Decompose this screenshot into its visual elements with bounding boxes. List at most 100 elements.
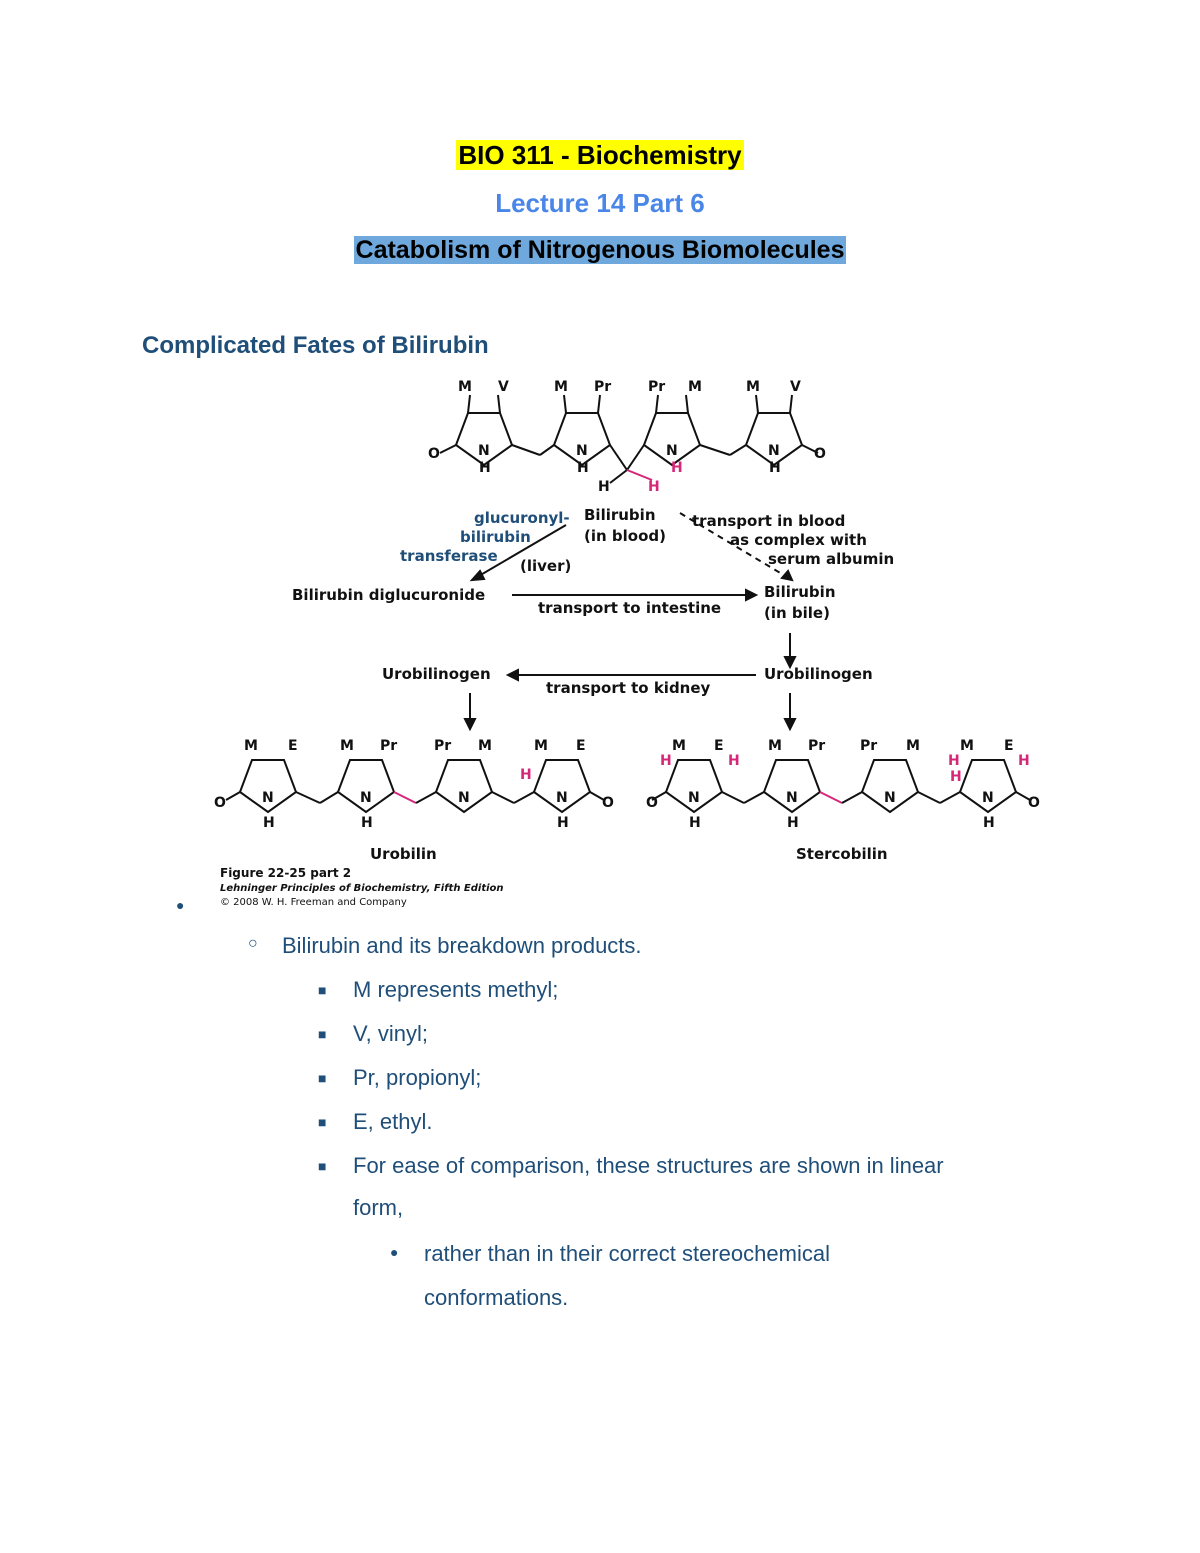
transport-kidney-label: transport to kidney [546, 679, 711, 697]
bullet-circle-icon: ○ [248, 935, 258, 952]
atom-h-highlight: H [1018, 753, 1030, 769]
topic-title-row: Catabolism of Nitrogenous Biomolecules [0, 236, 1200, 265]
urobilin-ring-4 [532, 759, 592, 814]
bullet-square-icon: ■ [318, 1026, 327, 1042]
atom-n: N [786, 790, 798, 806]
ring-1 [454, 412, 514, 467]
enzyme-label: glucuronyl- [474, 509, 570, 527]
bullet-dot-icon: ● [390, 1244, 399, 1260]
atom-o: O [428, 446, 440, 462]
figure-source: Lehninger Principles of Biochemistry, Fi… [220, 883, 504, 894]
transport-blood-label: transport in blood [692, 512, 845, 530]
atom-h-highlight: H [671, 460, 683, 476]
atom-h-highlight: H [950, 769, 962, 785]
section-heading: Complicated Fates of Bilirubin [142, 332, 489, 359]
urobilin-ring-3 [434, 759, 494, 814]
atom-n: N [884, 790, 896, 806]
urobilin-ring-1 [238, 759, 298, 814]
enzyme-label: bilirubin [460, 528, 531, 546]
atom-o: O [1028, 795, 1040, 811]
sub-label: Pr [434, 738, 451, 754]
bullet-square-icon: ■ [318, 1158, 327, 1174]
bilirubin-bile-label: Bilirubin [764, 583, 836, 601]
atom-n: N [360, 790, 372, 806]
ring-2 [552, 412, 612, 467]
sub-label: M [746, 379, 760, 395]
lecture-title-row: Lecture 14 Part 6 [0, 188, 1200, 219]
bullet-l2d: E, ethyl. [353, 1109, 433, 1134]
atom-h: H [263, 815, 275, 831]
course-title: BIO 311 - Biochemistry [456, 140, 744, 170]
ring-3 [642, 412, 702, 467]
sub-label: M [672, 738, 686, 754]
transport-blood-label: as complex with [730, 531, 867, 549]
stercobilin-ring-1 [664, 759, 724, 814]
sub-label: Pr [380, 738, 397, 754]
urobilinogen-right-label: Urobilinogen [764, 665, 873, 683]
sub-label: M [458, 379, 472, 395]
sub-label: Pr [594, 379, 611, 395]
bullet-l2e-line2: form, [353, 1195, 404, 1220]
atom-h: H [557, 815, 569, 831]
sub-label: M [688, 379, 702, 395]
atom-h-highlight: H [648, 479, 660, 495]
atom-h-highlight: H [520, 767, 532, 783]
bilirubin-figure-svg: M V M Pr Pr M M V N H N H N N H H O O H … [214, 379, 1040, 908]
bullet-l2a: M represents methyl; [353, 977, 559, 1002]
atom-o: O [814, 446, 826, 462]
in-blood-label: (in blood) [584, 527, 666, 545]
bullet-l2e-line1: For ease of comparison, these structures… [353, 1153, 944, 1178]
ring-4 [744, 412, 804, 467]
bilirubin-label: Bilirubin [584, 506, 656, 524]
atom-h: H [983, 815, 995, 831]
sub-label: V [790, 379, 801, 395]
atom-n: N [478, 443, 490, 459]
atom-h: H [361, 815, 373, 831]
atom-n: N [768, 443, 780, 459]
urobilin-label: Urobilin [370, 845, 437, 863]
bullet-square-icon: ■ [318, 1114, 327, 1130]
atom-n: N [458, 790, 470, 806]
sub-label: V [498, 379, 509, 395]
sub-label: M [960, 738, 974, 754]
bullet-l1: Bilirubin and its breakdown products. [282, 933, 642, 958]
urobilin-ring-2 [336, 759, 396, 814]
atom-o: O [602, 795, 614, 811]
sub-label: M [534, 738, 548, 754]
enzyme-label: transferase [400, 547, 498, 565]
sub-label: Pr [860, 738, 877, 754]
sub-label: E [714, 738, 724, 754]
bullet-l3-line1: rather than in their correct stereochemi… [424, 1241, 830, 1266]
atom-h: H [577, 460, 589, 476]
figure-copyright: © 2008 W. H. Freeman and Company [220, 897, 407, 908]
lecture-title: Lecture 14 Part 6 [495, 188, 705, 218]
figure-caption: Figure 22-25 part 2 [220, 866, 351, 880]
stercobilin-ring-2 [762, 759, 822, 814]
stercobilin-ring-3 [860, 759, 920, 814]
bilirubin-figure: M V M Pr Pr M M V N H N H N N H H O O H … [200, 375, 1060, 915]
stercobilin-ring-4 [958, 759, 1018, 814]
bullet-dot-icon: ● [176, 897, 185, 913]
sub-label: M [768, 738, 782, 754]
sub-label: M [478, 738, 492, 754]
atom-h: H [598, 479, 610, 495]
sub-label: E [288, 738, 298, 754]
diglucuronide-label: Bilirubin diglucuronide [292, 586, 485, 604]
atom-n: N [556, 790, 568, 806]
atom-h: H [479, 460, 491, 476]
liver-label: (liver) [520, 557, 571, 575]
stercobilin-label: Stercobilin [796, 845, 888, 863]
bullet-square-icon: ■ [318, 1070, 327, 1086]
sub-label: Pr [648, 379, 665, 395]
sub-label: M [340, 738, 354, 754]
topic-title: Catabolism of Nitrogenous Biomolecules [353, 236, 847, 264]
atom-h: H [769, 460, 781, 476]
sub-label: M [554, 379, 568, 395]
atom-n: N [666, 443, 678, 459]
course-title-row: BIO 311 - Biochemistry [0, 140, 1200, 171]
atom-h-highlight: H [948, 753, 960, 769]
atom-o: O [646, 795, 658, 811]
sub-label: E [1004, 738, 1014, 754]
urobilinogen-left-label: Urobilinogen [382, 665, 491, 683]
atom-h: H [787, 815, 799, 831]
